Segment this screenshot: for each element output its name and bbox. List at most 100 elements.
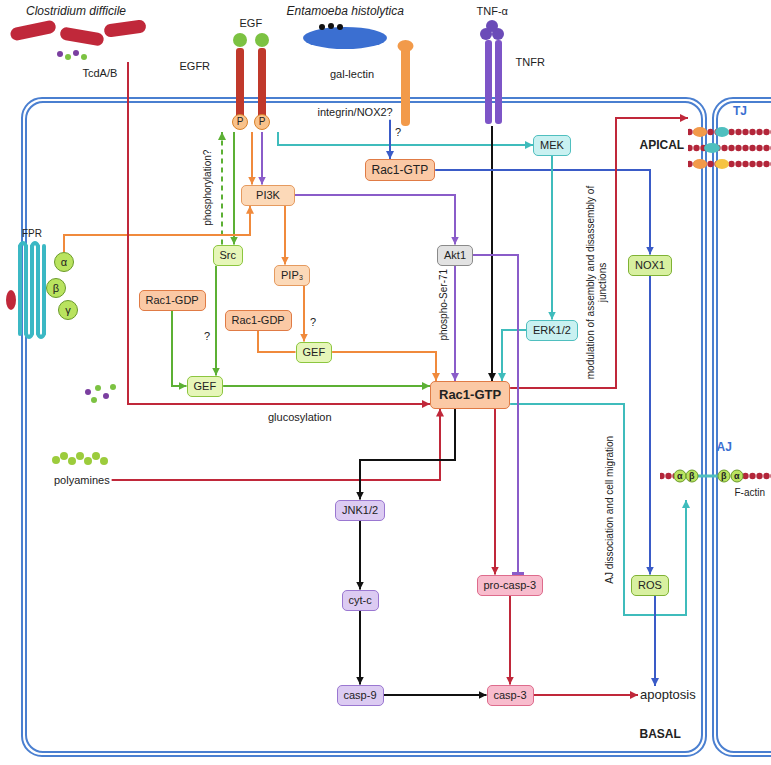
node-text: polyamines [54, 474, 110, 487]
signal-arrow [223, 385, 430, 387]
protein-box: cyt-c [342, 590, 379, 611]
caspase-box: casp-9 [337, 685, 384, 706]
edge-label: ? [394, 126, 402, 139]
signal-arrow [491, 126, 493, 381]
signal-arrow [389, 120, 391, 159]
fpr-ligand [6, 290, 16, 310]
g-protein-subunit: γ [58, 300, 78, 320]
signal-arrow [510, 118, 688, 388]
node-text: Rac1-GDP [232, 314, 285, 327]
tj-strand [688, 128, 771, 136]
edge-label: ? [203, 330, 211, 343]
node-text: casp-3 [494, 689, 527, 702]
parasite-group: Entamoeba histolytica [280, 2, 410, 58]
node-text: ERK1/2 [533, 324, 571, 337]
gef-box: GEF [296, 342, 333, 363]
caspase-box: casp-3 [487, 685, 534, 706]
tnfr-rod [485, 40, 492, 124]
node-text: MEK [540, 139, 564, 152]
node-text: γ [65, 305, 71, 316]
catenin [686, 470, 698, 482]
catenin [718, 470, 730, 482]
edge-label: glucosylation [267, 411, 333, 424]
node-text: TJ [733, 104, 747, 118]
node-text: FPR [22, 228, 42, 240]
signal-arrow [435, 170, 650, 255]
node-text: cyt-c [349, 594, 372, 607]
node-text: EGFR [180, 60, 211, 73]
receptor: FPR [14, 226, 50, 340]
lectin-sugar [328, 23, 334, 29]
egfr-rod [236, 48, 244, 118]
receptor: TNF-αTNFR [470, 2, 550, 126]
edge-label: phospho-Ser-71 [438, 268, 450, 342]
node-text: TNF-α [477, 5, 508, 18]
egf-ligand [233, 33, 247, 47]
signal-arrow [172, 311, 187, 386]
glucose-dot [85, 389, 91, 395]
integrin-rod [401, 44, 410, 126]
receptor: EGFEGFRPP [215, 16, 285, 132]
node-text: α [61, 257, 67, 268]
claudin [693, 159, 707, 169]
kinase-box: JNK1/2 [335, 500, 385, 521]
signal-arrow [332, 352, 436, 381]
glucose-dot [103, 393, 109, 399]
claudin [715, 159, 729, 169]
node-text: Rac1-GTP [439, 387, 501, 403]
node-text: pro-casp-3 [484, 579, 537, 592]
amoeba [303, 27, 387, 49]
kinase-box: PI3K [241, 185, 295, 206]
annotation: BASAL [640, 728, 681, 742]
signal-arrow [251, 132, 253, 185]
node-text: P [237, 117, 244, 127]
egfr-rod [258, 48, 266, 118]
bacterium [59, 26, 105, 46]
polyamine-bead [84, 457, 92, 465]
edge-label: AJ dissociation and cell migration [604, 435, 616, 585]
signal-arrow [221, 132, 223, 245]
toxin-dot [81, 54, 87, 60]
annotation: gal-lectin [330, 68, 374, 81]
oxidase-box: NOX1 [628, 255, 672, 276]
egf-ligand [255, 33, 269, 47]
signal-arrow [112, 409, 440, 480]
polyamine-bead [100, 457, 108, 465]
edge-label: modulation of assembly and disassembly o… [585, 181, 608, 383]
signal-arrow [278, 132, 533, 145]
signal-arrow [128, 62, 430, 404]
neighbour-membrane [717, 102, 771, 752]
phospho-site: P [232, 114, 248, 130]
gtpase-box: Rac1-GDP [139, 290, 206, 311]
node-text: Entamoeba histolytica [287, 4, 404, 18]
node-text: apoptosis [640, 687, 696, 703]
g-protein-subunit: α [54, 252, 74, 272]
integrin-head [398, 40, 414, 52]
signal-arrow [494, 409, 496, 575]
claudin [715, 127, 729, 137]
node-text: integrin/NOX2? [318, 106, 393, 119]
signal-arrow [303, 286, 305, 342]
lipid-box: PIP₃ [274, 265, 310, 286]
kinase-box: MEK [533, 135, 571, 156]
glucose-dot [91, 397, 97, 403]
node-text: ROS [638, 579, 662, 592]
signal-arrow [654, 596, 656, 686]
polyamine-bead [60, 452, 68, 460]
tj-strand [688, 144, 771, 152]
gef-box: GEF [187, 376, 224, 397]
gtpase-box: Rac1-GTP [430, 381, 510, 409]
polyamine-bead [76, 452, 84, 460]
gtpase-box: Rac1-GDP [225, 310, 292, 331]
node-text: PI3K [248, 189, 288, 202]
node-text: AJ [717, 440, 732, 454]
g-protein-subunit: β [46, 278, 66, 298]
gtpase-box: Rac1-GTP [365, 159, 436, 181]
node-text: P [259, 117, 266, 127]
signal-arrow [215, 266, 217, 376]
node-text: GEF [194, 380, 217, 393]
claudin [704, 143, 720, 153]
neighbour-membrane [713, 98, 771, 756]
signal-arrow [258, 331, 296, 352]
